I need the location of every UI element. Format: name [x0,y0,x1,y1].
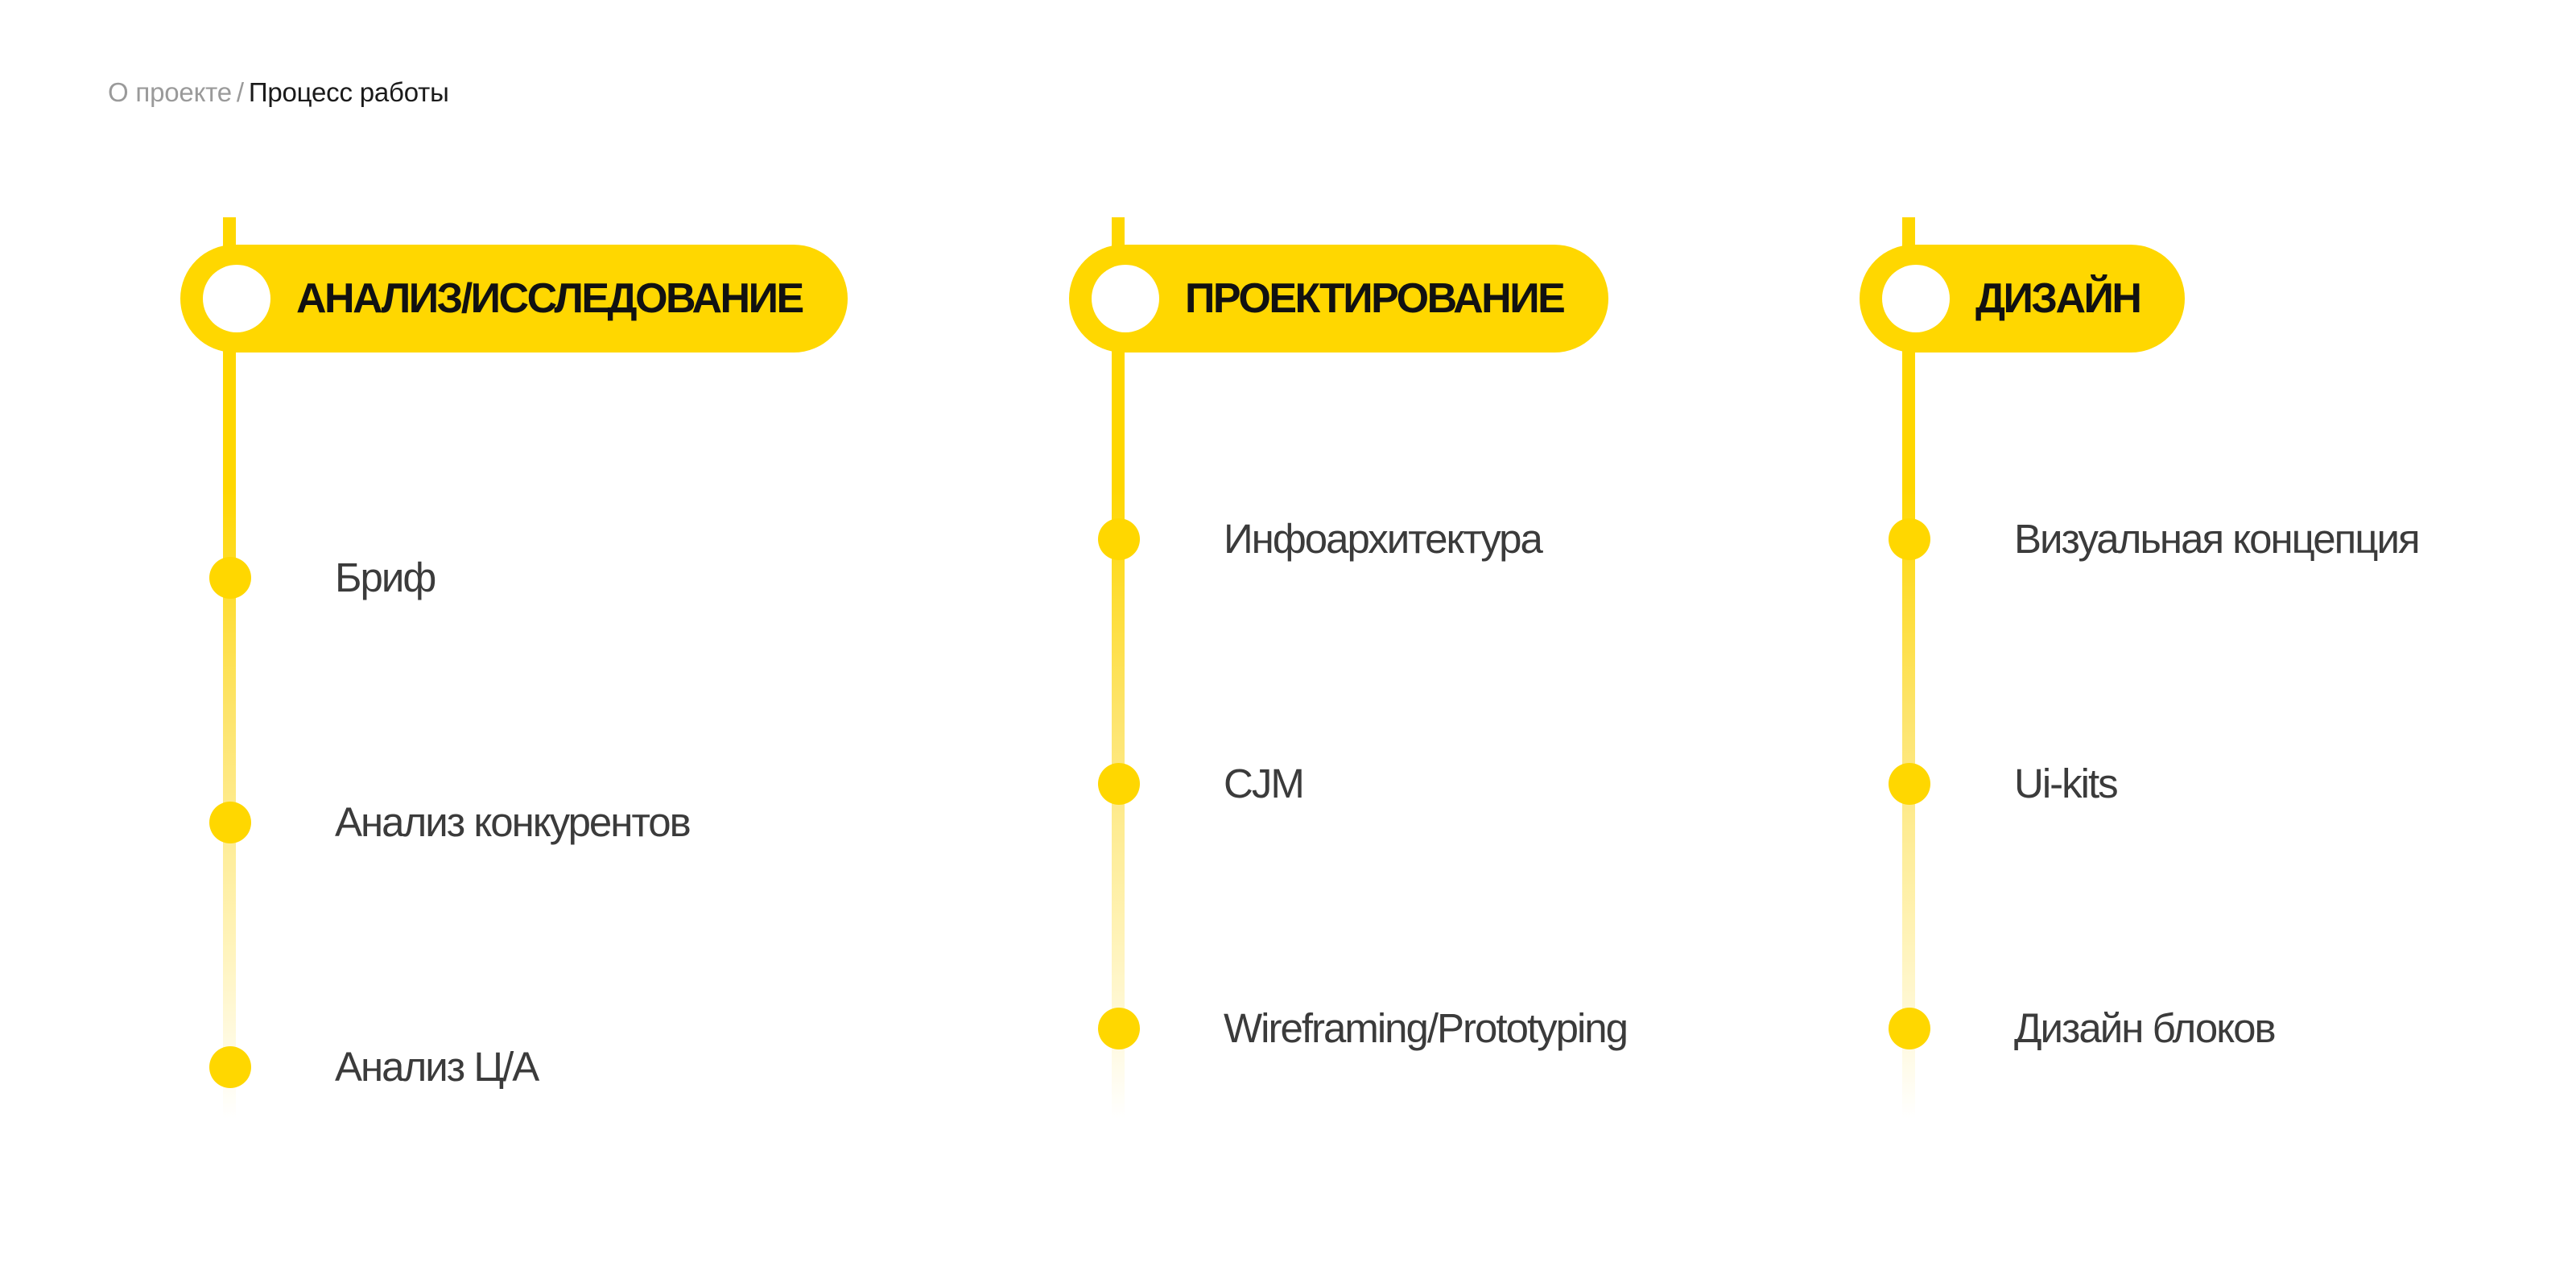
step-dot [1098,517,1140,560]
step-item: Анализ Ц/А [209,1043,539,1091]
timeline-line [1112,217,1125,1119]
step-item: Инфоархитектура [1098,515,1543,563]
step-label: Дизайн блоков [2014,1005,2277,1051]
breadcrumb-separator: / [236,77,244,107]
stage-header-design: ДИЗАЙН [1860,245,2186,353]
step-item: Визуальная концепция [1889,515,2421,563]
step-item: Бриф [209,554,436,601]
stage-marker-circle [203,265,270,332]
breadcrumb-current: Процесс работы [248,77,449,107]
step-dot [1098,762,1140,805]
stage-title: ДИЗАЙН [1975,275,2142,322]
step-label: Анализ Ц/А [335,1044,539,1090]
breadcrumb-parent-link[interactable]: О проекте [108,77,232,107]
step-item: Ui-kits [1889,760,2119,807]
timeline-line [1902,217,1915,1119]
step-label: Анализ конкурентов [335,799,691,845]
step-label: Ui-kits [2014,761,2119,806]
stage-header-architecture: ПРОЕКТИРОВАНИЕ [1069,245,1609,353]
step-label: Визуальная концепция [2014,516,2421,562]
step-dot [209,556,251,599]
timeline-line-cap [1112,217,1125,249]
stage-marker-circle [1882,265,1950,332]
breadcrumb: О проекте/Процесс работы [108,77,449,108]
step-dot [1889,517,1930,560]
step-dot [209,1045,251,1088]
timeline-line-cap [1902,217,1915,249]
timeline-line-cap [223,217,236,249]
step-dot [1889,1007,1930,1049]
step-label: CJM [1224,761,1305,806]
step-dot [1889,762,1930,805]
stage-title: ПРОЕКТИРОВАНИЕ [1185,275,1566,322]
step-dot [209,801,251,843]
step-item: Wireframing/Prototyping [1098,1004,1629,1052]
step-item: Анализ конкурентов [209,798,691,846]
stage-title: АНАЛИЗ/ИССЛЕДОВАНИЕ [296,275,804,322]
step-label: Бриф [335,555,436,600]
step-label: Wireframing/Prototyping [1224,1005,1629,1051]
step-label: Инфоархитектура [1224,516,1543,562]
stage-header-analysis: АНАЛИЗ/ИССЛЕДОВАНИЕ [180,245,848,353]
stage-marker-circle [1092,265,1159,332]
timeline-line [223,217,236,1119]
step-dot [1098,1007,1140,1049]
step-item: Дизайн блоков [1889,1004,2277,1052]
step-item: CJM [1098,760,1305,807]
